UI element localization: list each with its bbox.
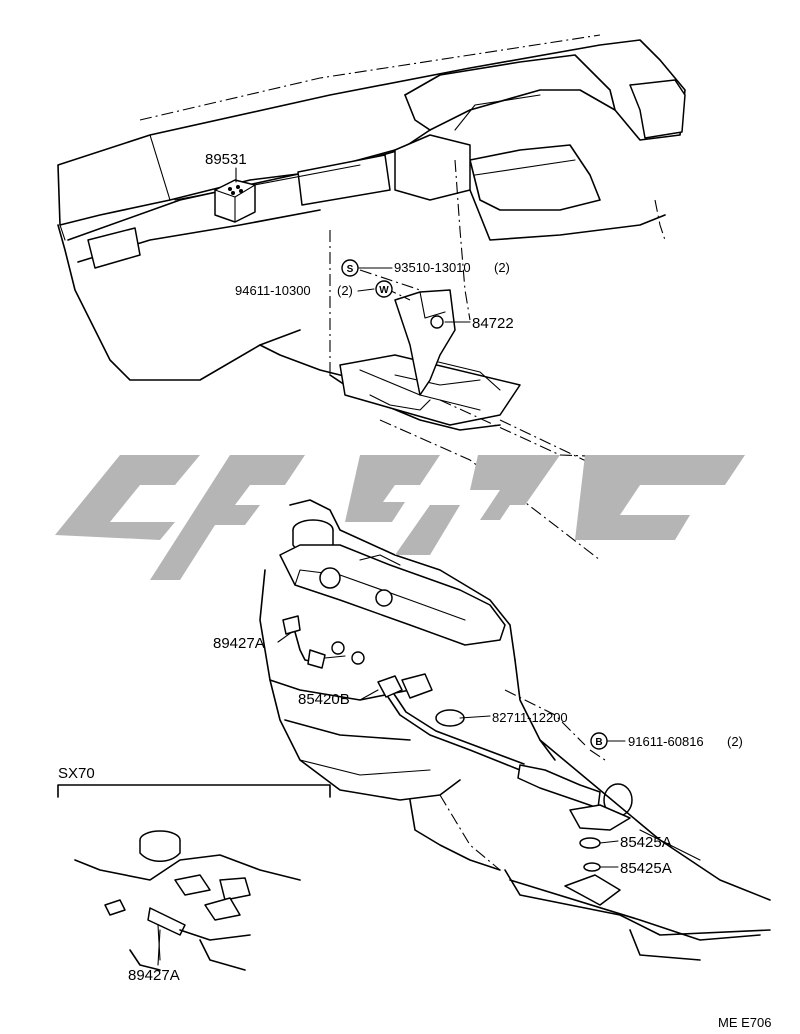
label-93510: 93510-13010 <box>394 260 471 275</box>
label-84722: 84722 <box>472 315 514 332</box>
symbol-s: S <box>341 259 359 277</box>
label-82711: 82711-12200 <box>492 710 568 725</box>
label-89531: 89531 <box>205 151 247 168</box>
label-91611-qty: (2) <box>727 734 743 749</box>
label-85425a-1: 85425A <box>620 834 672 851</box>
leader-lines <box>157 167 626 966</box>
label-94611-qty: (2) <box>337 283 353 298</box>
inset-label-sx70: SX70 <box>58 765 95 782</box>
label-85425a-2: 85425A <box>620 860 672 877</box>
symbol-s-text: S <box>347 264 354 275</box>
label-91611: 91611-60816 <box>628 734 704 749</box>
footer-code: ME E706 <box>718 1015 771 1030</box>
symbol-w-text: W <box>379 285 389 296</box>
label-93510-qty: (2) <box>494 260 510 275</box>
engine-drawing <box>259 499 771 961</box>
dashboard-drawing <box>57 34 701 561</box>
symbol-b-text: B <box>595 737 602 748</box>
label-89427a-sx70: 89427A <box>128 967 180 984</box>
sx70-inset <box>57 784 331 971</box>
symbol-w: W <box>375 280 393 298</box>
label-89427a-main: 89427A <box>213 635 265 652</box>
watermark-logo <box>55 455 745 580</box>
symbol-b: B <box>590 732 608 750</box>
label-94611: 94611-10300 <box>235 283 311 298</box>
label-85420b: 85420B <box>298 691 350 708</box>
